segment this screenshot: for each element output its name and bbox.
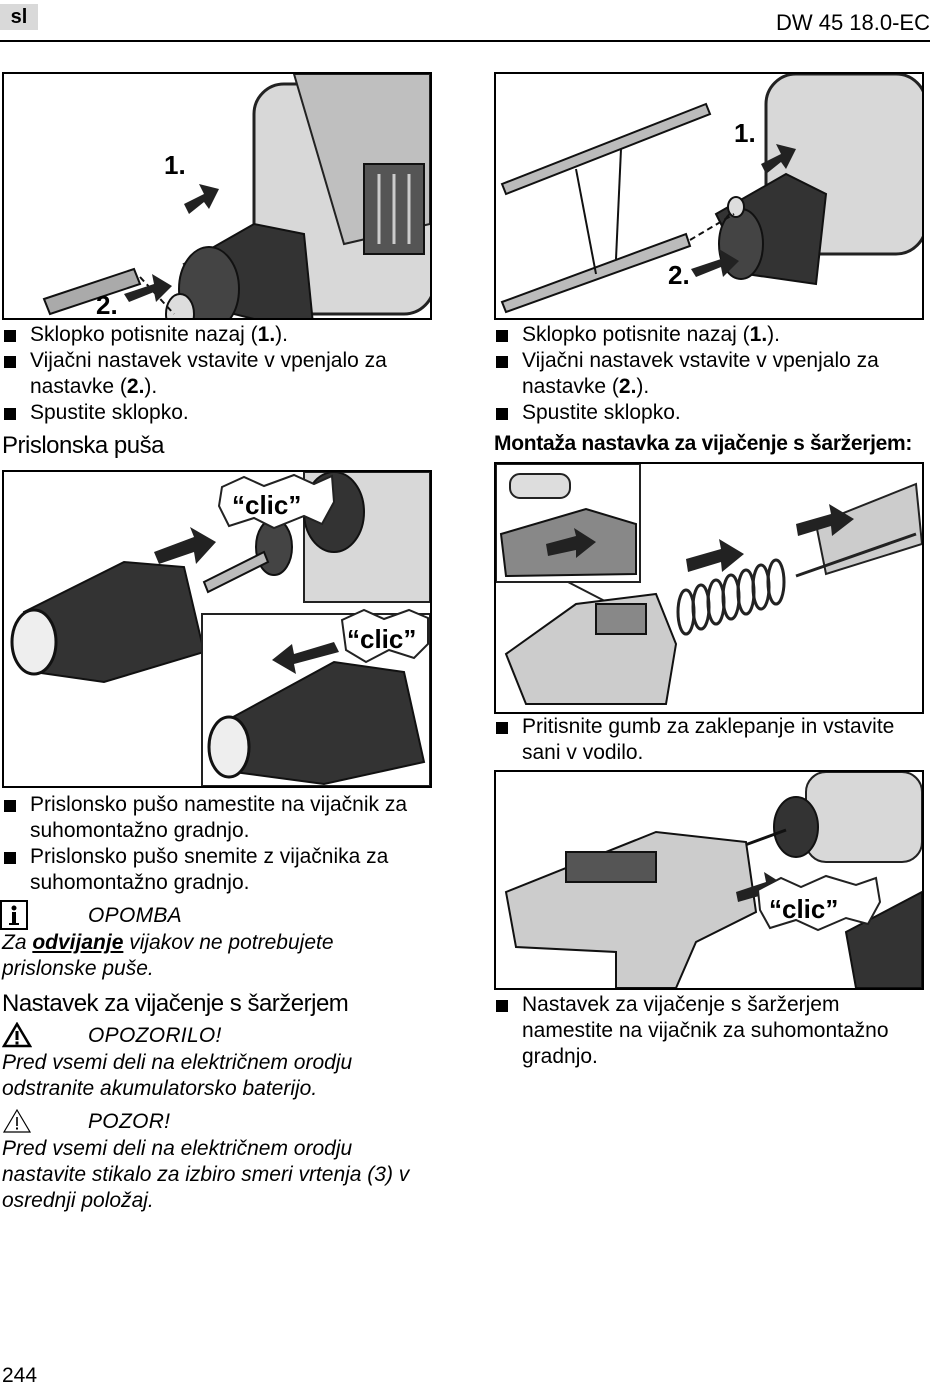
caution-triangle-icon bbox=[2, 1108, 32, 1139]
svg-text:“clic”: “clic” bbox=[769, 894, 838, 924]
heading-nastavek: Nastavek za vijačenje s šaržerjem bbox=[2, 990, 349, 1017]
step1-label-right: 1. bbox=[734, 118, 756, 148]
heading-prislonska-pusa: Prislonska puša bbox=[2, 432, 164, 459]
right-top-bullet-list: Sklopko potisnite nazaj (1.). Vijačni na… bbox=[494, 322, 924, 426]
list-item: Vijačni nastavek vstavite v vpenjalo za … bbox=[2, 348, 432, 400]
clic-burst-3: “clic” bbox=[756, 874, 882, 932]
figure-bit-insertion-left: 1. 2. bbox=[2, 72, 432, 320]
page-number: 244 bbox=[2, 1364, 38, 1387]
right-bottom-bullet-list: Nastavek za vijačenje s šaržerjem namest… bbox=[494, 992, 924, 1070]
header-rule bbox=[0, 40, 930, 42]
figure-bit-insertion-right: 1. 2. bbox=[494, 72, 924, 320]
warning-triangle-icon bbox=[1, 1021, 33, 1053]
language-tag: sl bbox=[0, 4, 38, 30]
warning-text: Pred vsemi deli na električnem orodju od… bbox=[2, 1051, 353, 1100]
figure-depth-locator: “clic” “clic” bbox=[2, 470, 432, 788]
list-item: Prislonsko pušo snemite z vijačnika za s… bbox=[2, 844, 432, 896]
model-number: DW 45 18.0-EC bbox=[775, 10, 930, 35]
clic-burst-1: “clic” bbox=[217, 473, 336, 530]
list-item: Sklopko potisnite nazaj (1.). bbox=[494, 322, 924, 348]
list-item: Nastavek za vijačenje s šaržerjem namest… bbox=[494, 992, 924, 1070]
step2-label-right: 2. bbox=[668, 260, 690, 290]
svg-text:“clic”: “clic” bbox=[347, 624, 416, 654]
left-top-bullet-list: Sklopko potisnite nazaj (1.). Vijačni na… bbox=[2, 322, 432, 426]
note-title: OPOMBA bbox=[88, 904, 182, 927]
list-item: Spustite sklopko. bbox=[2, 400, 432, 426]
figure-magazine-attached: “clic” bbox=[494, 770, 924, 990]
heading-montaza: Montaža nastavka za vijačenje s šaržerje… bbox=[494, 432, 913, 455]
step2-label: 2. bbox=[96, 290, 118, 318]
clic-burst-2: “clic” bbox=[340, 608, 429, 664]
caution-text: Pred vsemi deli na električnem orodju na… bbox=[2, 1137, 410, 1212]
list-item: Spustite sklopko. bbox=[494, 400, 924, 426]
list-item: Pritisnite gumb za zaklepanje in vstavit… bbox=[494, 714, 924, 766]
list-item: Prislonsko pušo namestite na vijačnik za… bbox=[2, 792, 432, 844]
prislonska-bullet-list: Prislonsko pušo namestite na vijačnik za… bbox=[2, 792, 432, 896]
note-text: Za odvijanje vijakov ne potrebujete pris… bbox=[2, 931, 334, 980]
list-item: Vijačni nastavek vstavite v vpenjalo za … bbox=[494, 348, 924, 400]
info-icon bbox=[0, 900, 28, 930]
svg-text:“clic”: “clic” bbox=[232, 490, 301, 520]
warning-title: OPOZORILO! bbox=[88, 1024, 222, 1047]
step1-label: 1. bbox=[164, 150, 186, 180]
list-item: Sklopko potisnite nazaj (1.). bbox=[2, 322, 432, 348]
caution-title: POZOR! bbox=[88, 1110, 171, 1133]
right-mid-bullet-list: Pritisnite gumb za zaklepanje in vstavit… bbox=[494, 714, 924, 766]
figure-magazine-slide bbox=[494, 462, 924, 714]
